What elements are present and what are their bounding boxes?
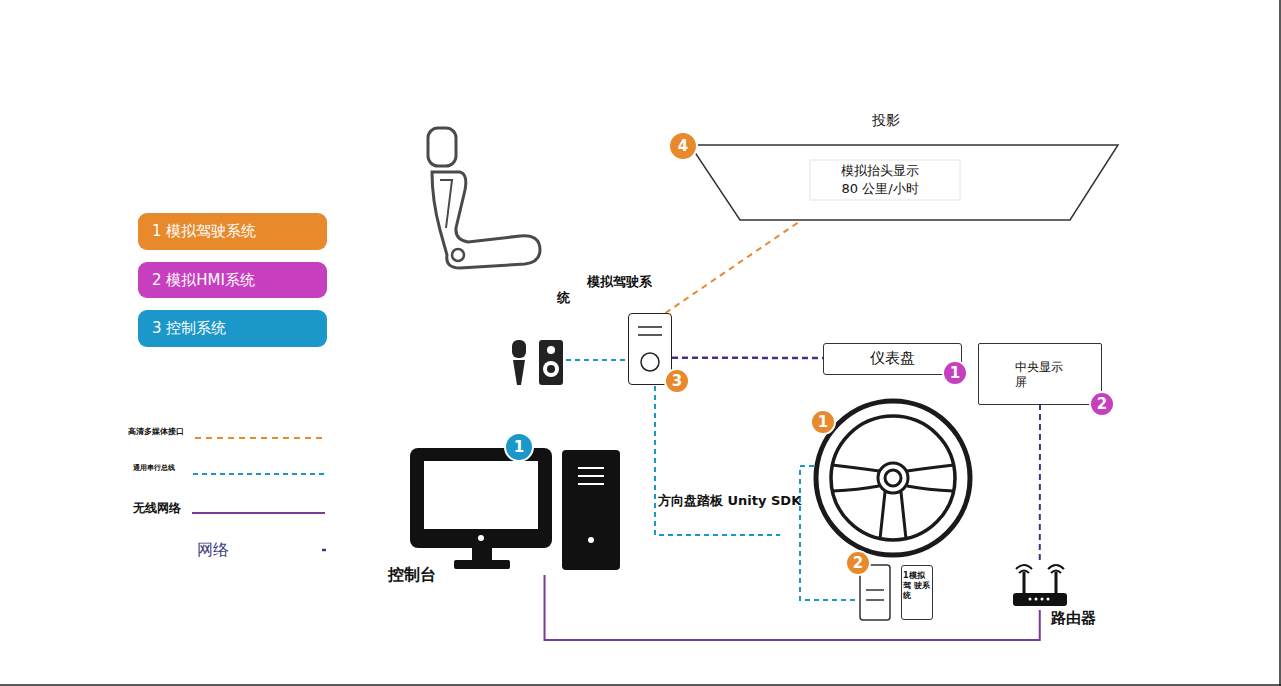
seat-detail (440, 180, 452, 228)
legend-text: 2 模拟HMI系统 (152, 262, 255, 298)
legend-text: 无线网络 (133, 501, 181, 516)
pc-tower (562, 450, 620, 570)
legend-line-sample (195, 437, 325, 439)
legend-swatch: 1 模拟驾驶系统 (138, 213, 327, 250)
legend-line-sample (193, 473, 325, 475)
pedal-device (866, 589, 884, 591)
usb-wire (566, 359, 627, 361)
node-text: 模拟抬头显示 (800, 162, 960, 179)
steering-wheel (878, 463, 908, 493)
legend-text: 网络 (197, 540, 229, 560)
wifi-waves (1016, 565, 1064, 573)
seat-body (432, 172, 540, 268)
connector (545, 575, 1040, 640)
speaker-symbol (543, 361, 559, 377)
router-led (1029, 598, 1032, 601)
router-node: 路由器 (1010, 560, 1072, 610)
monitor-stand (454, 560, 510, 569)
pc-tower (578, 467, 604, 469)
callout-number: 1 (504, 432, 534, 462)
callout-number: 2 (845, 550, 871, 576)
callout-number: 1 (810, 409, 836, 435)
node-text: 路由器 (1051, 609, 1096, 627)
speaker-symbol (547, 365, 555, 373)
hud-projection: 模拟抬头显示80 公里/小时 (688, 143, 1120, 221)
monitor-symbol (478, 535, 484, 541)
legend-line-sample (192, 512, 325, 514)
legend-swatch: 3 控制系统 (138, 310, 327, 347)
router-led (1047, 598, 1050, 601)
monitor-symbol (410, 448, 552, 548)
callout-number: 2 (1089, 391, 1115, 417)
seat-knob (452, 249, 464, 261)
node-text: 1模拟驾 驶系统 (903, 571, 932, 601)
legend-text: 高清多媒体接口 (128, 427, 184, 437)
steering-wheel (832, 465, 954, 539)
frame-line (0, 684, 1281, 686)
legend-swatch: 2 模拟HMI系统 (138, 262, 327, 298)
display-box: 中央显示 屏 (978, 343, 1102, 405)
legend-text: 3 控制系统 (152, 310, 226, 347)
seat-headrest (428, 128, 456, 166)
speaker-symbol (539, 340, 563, 385)
legend-text: 1 模拟驾驶系统 (152, 213, 256, 250)
pc-detail (641, 353, 659, 371)
usb-wire (655, 386, 780, 535)
monitor-stand (472, 548, 492, 560)
frame-line (1279, 0, 1281, 686)
console-station: 控制台 (405, 445, 623, 575)
steering-wheel (831, 416, 955, 540)
pc-tower (578, 475, 604, 477)
node-text: 模拟驾驶系 统 (557, 274, 659, 306)
node-text: 80 公里/小时 (800, 180, 960, 197)
device-box: 1模拟驾 驶系统 (901, 565, 933, 620)
legend-line-sample (322, 549, 326, 552)
monitor-screen (424, 461, 538, 529)
callout-number: 4 (668, 131, 698, 161)
microphone-symbol (512, 340, 526, 358)
router-symbol (1013, 593, 1067, 606)
steering-wheel (885, 470, 901, 486)
caption-label: 投影 (872, 111, 900, 129)
callout-number: 3 (664, 368, 690, 394)
connector (1039, 405, 1041, 560)
connector (672, 356, 823, 359)
node-text: 控制台 (388, 565, 436, 585)
steering-wheel (816, 401, 970, 555)
callout-number: 1 (942, 360, 968, 386)
router-antenna (1055, 572, 1058, 593)
pc-tower (578, 483, 604, 485)
speaker-symbol (547, 346, 555, 354)
router-led (1041, 598, 1044, 601)
pedal-device (866, 599, 884, 601)
node-text: 仪表盘 (824, 349, 960, 368)
connector (665, 221, 800, 313)
legend-text: 通用串行总线 (133, 464, 175, 473)
router-antenna (1023, 572, 1026, 593)
hud-outline (690, 145, 1118, 220)
router-led (1035, 598, 1038, 601)
pc-tower (588, 537, 594, 543)
microphone-symbol (513, 360, 525, 385)
pc-detail (638, 334, 662, 336)
pc-detail (638, 326, 662, 328)
connection-label: 方向盘踏板 Unity SDK (658, 492, 801, 509)
node-text: 中央显示 屏 (1015, 360, 1067, 390)
